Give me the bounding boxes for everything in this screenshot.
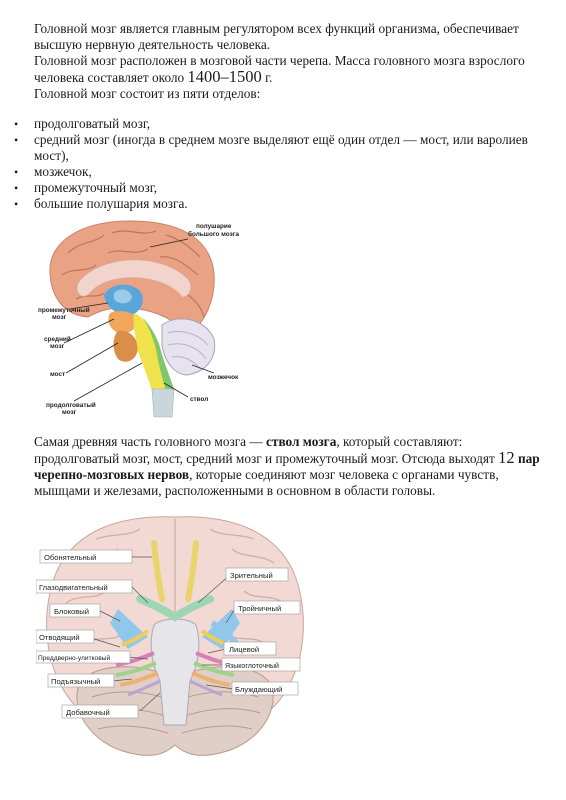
label-oculomotor: Глазодвигательный — [39, 583, 108, 592]
label-accessory: Добавочный — [66, 708, 110, 717]
label-medulla-line1: продолговатый — [46, 401, 96, 409]
brain-stem-paragraph: Самая древняя часть головного мозга — ст… — [34, 434, 544, 499]
label-trochlear: Блоковый — [54, 607, 89, 616]
label-stem: ствол — [190, 396, 208, 403]
label-cerebellum: мозжечок — [208, 374, 239, 381]
label-diencephalon-line2: мозг — [52, 314, 67, 321]
brain-divisions-list: продолговатый мозг, средний мозг (иногда… — [14, 116, 534, 212]
list-item: промежуточный мозг, — [14, 180, 534, 196]
label-medulla-line2: мозг — [62, 409, 77, 416]
cranial-nerves-figure: Обонятельный Глазодвигательный Блоковый … — [36, 513, 314, 769]
brain-mass-value: 1400–1500 — [187, 67, 262, 86]
nerve-pairs-count: 12 — [498, 448, 515, 467]
label-midbrain-line2: мозг — [50, 343, 65, 350]
label-vagus: Блуждающий — [235, 685, 282, 694]
intro-sentence-3: Головной мозг состоит из пяти отделов: — [34, 86, 261, 101]
intro-sentence-1: Головной мозг является главным регулятор… — [34, 21, 519, 52]
label-hemisphere-line2: большого мозга — [188, 230, 239, 238]
stem-text-part: , который составляют: продолговатый мозг… — [34, 434, 499, 466]
label-abducens: Отводящий — [39, 633, 80, 642]
stem-text-part: Самая древняя часть головного мозга — — [34, 434, 267, 449]
intro-sentence-2: Головной мозг расположен в мозговой част… — [34, 53, 525, 85]
label-pons: мост — [50, 371, 65, 378]
label-midbrain-line1: средний — [44, 335, 71, 343]
label-trigeminal: Тройничный — [238, 604, 281, 613]
list-item: средний мозг (иногда в среднем мозге выд… — [14, 132, 534, 164]
label-hemisphere-line1: полушарие — [196, 223, 232, 230]
label-optic: Зрительный — [230, 571, 273, 580]
label-hypoglossal: Подъязычный — [51, 677, 100, 686]
intro-paragraph: Головной мозг является главным регулятор… — [34, 21, 534, 102]
label-diencephalon-line1: промежуточный — [38, 306, 90, 314]
stem-text-part: , которые соединяют мозг человека с орга… — [34, 467, 499, 498]
label-vestibulocochlear: Преддверно-улитковый — [38, 654, 110, 662]
brain-sagittal-figure: полушарие большого мозга промежуточный м… — [38, 213, 246, 419]
list-item: мозжечок, — [14, 164, 534, 180]
stem-term: ствол мозга — [266, 434, 337, 449]
label-glossopharyngeal: Языкоглоточный — [225, 662, 279, 670]
brain-mass-unit: г. — [261, 70, 273, 85]
cranial-nerves-term: пар черепно-мозговых нервов — [34, 451, 540, 482]
cranial-nerve-labels: Обонятельный Глазодвигательный Блоковый … — [36, 549, 301, 719]
list-item: продолговатый мозг, — [14, 116, 534, 132]
label-facial: Лицевой — [229, 645, 259, 654]
label-olfactory: Обонятельный — [44, 553, 96, 562]
list-item: большие полушария мозга. — [14, 196, 534, 212]
